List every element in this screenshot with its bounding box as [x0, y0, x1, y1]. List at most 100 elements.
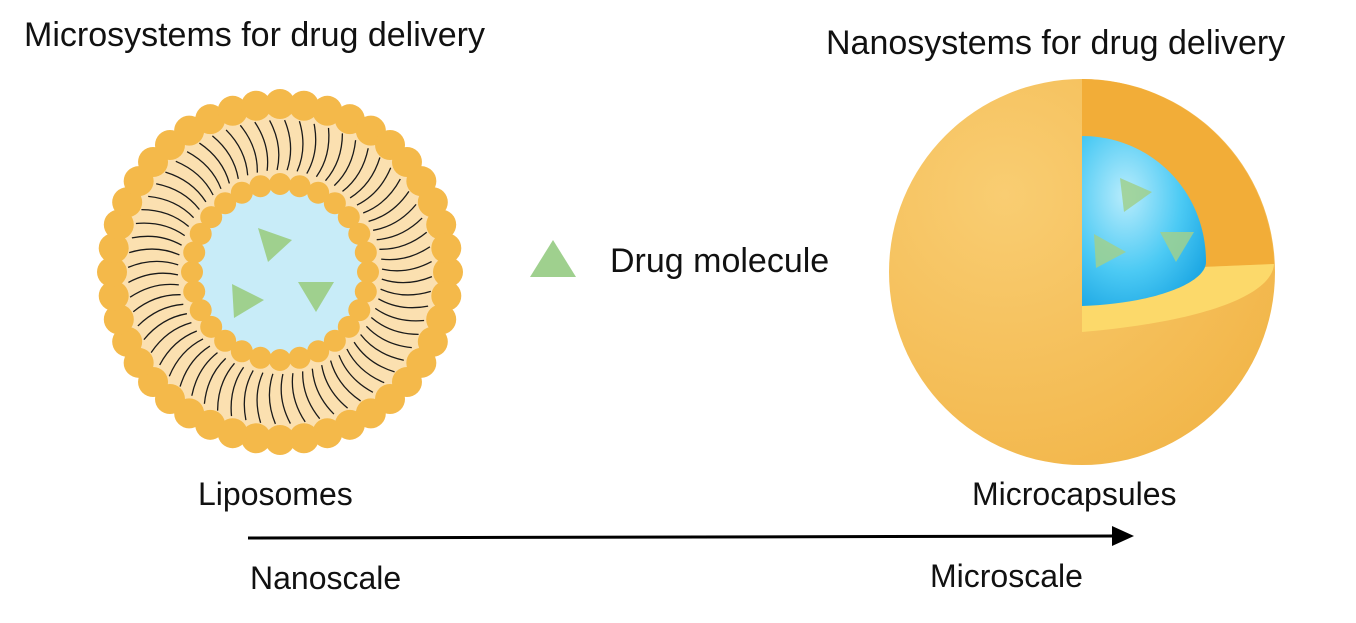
- lipid-tail: [129, 283, 179, 298]
- lipid-tail: [211, 135, 239, 180]
- lipid-tail: [268, 373, 277, 425]
- lipid-head: [288, 423, 319, 454]
- lipid-head: [431, 233, 462, 264]
- lipid-tail: [165, 171, 207, 203]
- lipid-tail: [291, 373, 306, 423]
- drug-molecule-legend-icon: [530, 240, 576, 277]
- lipid-tail: [137, 303, 184, 327]
- nanosystems-title: Nanosystems for drug delivery: [826, 24, 1286, 62]
- lipid-head: [348, 299, 371, 322]
- drug-molecule-label: Drug molecule: [610, 242, 830, 280]
- lipid-tail: [356, 167, 392, 206]
- lipid-tail: [150, 321, 192, 353]
- aqueous-core: [198, 190, 362, 354]
- capsule-core: [1082, 136, 1206, 306]
- lipid-tail: [141, 208, 190, 227]
- lipid-head: [288, 90, 319, 121]
- lipid-tail: [225, 129, 249, 176]
- lipid-head: [288, 346, 311, 369]
- lipid-tail: [216, 362, 235, 411]
- lipid-tail: [199, 142, 231, 184]
- lipid-tail: [362, 178, 401, 214]
- drug-molecule-icon: [258, 228, 292, 262]
- lipid-head: [230, 340, 253, 363]
- lipid-head: [337, 206, 360, 229]
- microscale-label: Microscale: [930, 558, 1083, 594]
- lipid-head: [323, 192, 346, 215]
- scale-arrow: [247, 526, 1134, 546]
- lipid-tail: [329, 360, 361, 402]
- lipid-tail: [353, 341, 395, 373]
- lipid-head: [265, 425, 295, 455]
- lipid-tail: [302, 371, 321, 420]
- lipid-tail: [372, 203, 417, 231]
- lipid-tail: [131, 235, 182, 246]
- lipid-tails: [127, 119, 433, 425]
- lipid-tail: [338, 354, 374, 393]
- lipid-tail: [239, 124, 258, 173]
- lipid-tail: [379, 231, 428, 250]
- lipid-head: [183, 280, 206, 303]
- lipid-head: [307, 340, 330, 363]
- lipid-head: [265, 89, 295, 119]
- lipid-tail: [175, 160, 214, 196]
- lipid-tail: [381, 246, 431, 261]
- lipid-head: [241, 423, 272, 454]
- lipid-head: [433, 257, 463, 287]
- lipid-tail: [378, 298, 429, 309]
- microsystems-title: Microsystems for drug delivery: [24, 16, 486, 54]
- lipid-head: [189, 299, 212, 322]
- lipid-tail: [381, 261, 432, 272]
- lipid-tail: [127, 260, 179, 269]
- lipid-head: [426, 209, 457, 240]
- lipid-tail: [342, 148, 369, 192]
- lipid-tail: [370, 317, 419, 336]
- lipid-head: [312, 418, 343, 449]
- lipid-tail: [333, 140, 357, 187]
- lipid-tail: [203, 357, 227, 404]
- lipid-head: [200, 315, 223, 338]
- liposome: [97, 89, 463, 455]
- lipid-head: [348, 222, 371, 245]
- microcapsules-label: Microcapsules: [972, 476, 1177, 512]
- lipid-head: [269, 173, 291, 195]
- lipid-head: [354, 280, 377, 303]
- lipid-tail: [128, 272, 179, 283]
- lipid-head: [183, 241, 206, 264]
- drug-molecule-icon: [1160, 232, 1194, 262]
- lipid-head: [98, 280, 129, 311]
- lipid-head: [431, 280, 462, 311]
- lipid-tail: [374, 307, 425, 322]
- lipid-tail: [132, 294, 181, 313]
- drug-molecule-icon: [232, 284, 264, 318]
- lipid-tail: [321, 364, 349, 409]
- lipid-tail: [159, 330, 198, 366]
- lipid-head: [98, 233, 129, 264]
- lipid-tail: [296, 121, 304, 172]
- lipid-tail: [269, 120, 280, 171]
- lipid-tail: [135, 222, 186, 237]
- lipid-tail: [381, 275, 433, 284]
- lipid-head: [249, 346, 272, 369]
- outer-lipid-heads: [97, 89, 463, 455]
- lipid-tail: [311, 368, 335, 415]
- lipid-head: [269, 349, 291, 371]
- lipid-head: [230, 181, 253, 204]
- lipid-head: [354, 241, 377, 264]
- lipid-head: [323, 329, 346, 352]
- microcapsule: [889, 79, 1275, 465]
- lipid-head: [214, 329, 237, 352]
- drug-molecule-icon: [1094, 234, 1126, 268]
- lipid-tail: [283, 119, 292, 171]
- lipid-head: [217, 95, 248, 126]
- lipid-tail: [143, 313, 188, 341]
- lipid-head: [307, 181, 330, 204]
- lipid-head: [200, 206, 223, 229]
- lipid-tail: [148, 195, 195, 219]
- lipid-tail: [256, 372, 264, 423]
- lipid-head: [103, 304, 134, 335]
- lipid-tail: [243, 370, 254, 421]
- drug-molecule-icon: [1120, 178, 1152, 212]
- lipid-tail: [156, 183, 200, 210]
- nanoscale-label: Nanoscale: [250, 560, 402, 596]
